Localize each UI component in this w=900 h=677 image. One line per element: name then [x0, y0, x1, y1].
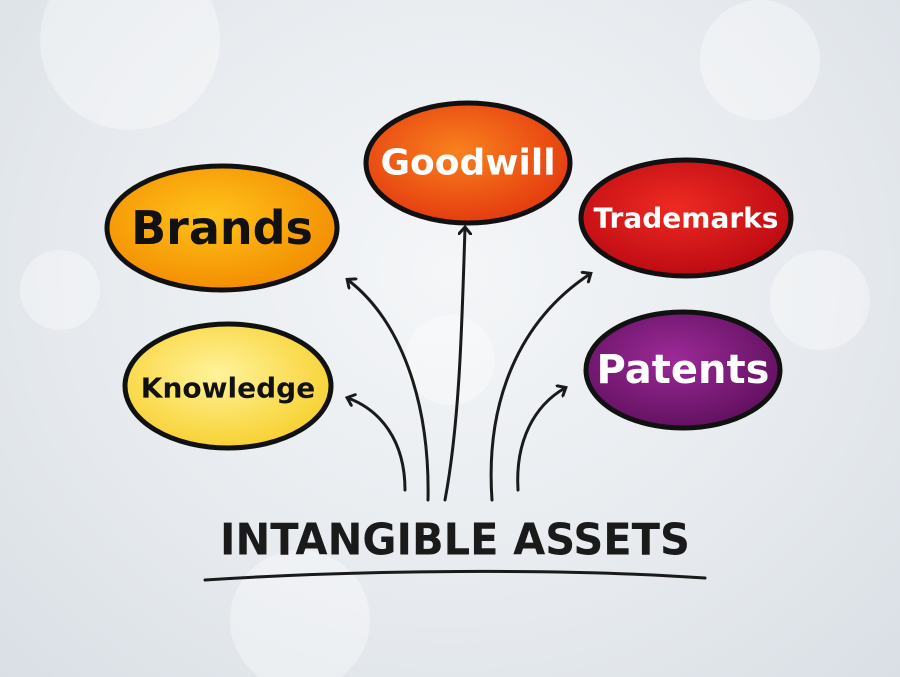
- node-goodwill: Goodwill: [363, 100, 573, 226]
- node-patents: Patents: [583, 309, 783, 431]
- arrow-to-goodwill: [443, 228, 465, 502]
- node-label: Goodwill: [380, 143, 555, 184]
- arrow-to-brands: [348, 280, 430, 502]
- node-label: Brands: [131, 201, 313, 255]
- node-knowledge: Knowledge: [122, 321, 334, 451]
- node-brands: Brands: [104, 163, 340, 293]
- arrow-to-knowledge: [348, 398, 407, 492]
- diagram-title: INTANGIBLE ASSETS: [220, 515, 690, 566]
- arrow-to-trademarks: [489, 274, 590, 502]
- arrow-to-patents: [516, 388, 565, 492]
- arrows: [348, 228, 590, 502]
- node-label: Patents: [597, 347, 770, 393]
- node-label: Knowledge: [141, 372, 315, 405]
- node-trademarks: Trademarks: [578, 157, 794, 279]
- node-label: Trademarks: [594, 202, 779, 235]
- bokeh-background: [20, 0, 870, 677]
- title-underline: [203, 569, 707, 582]
